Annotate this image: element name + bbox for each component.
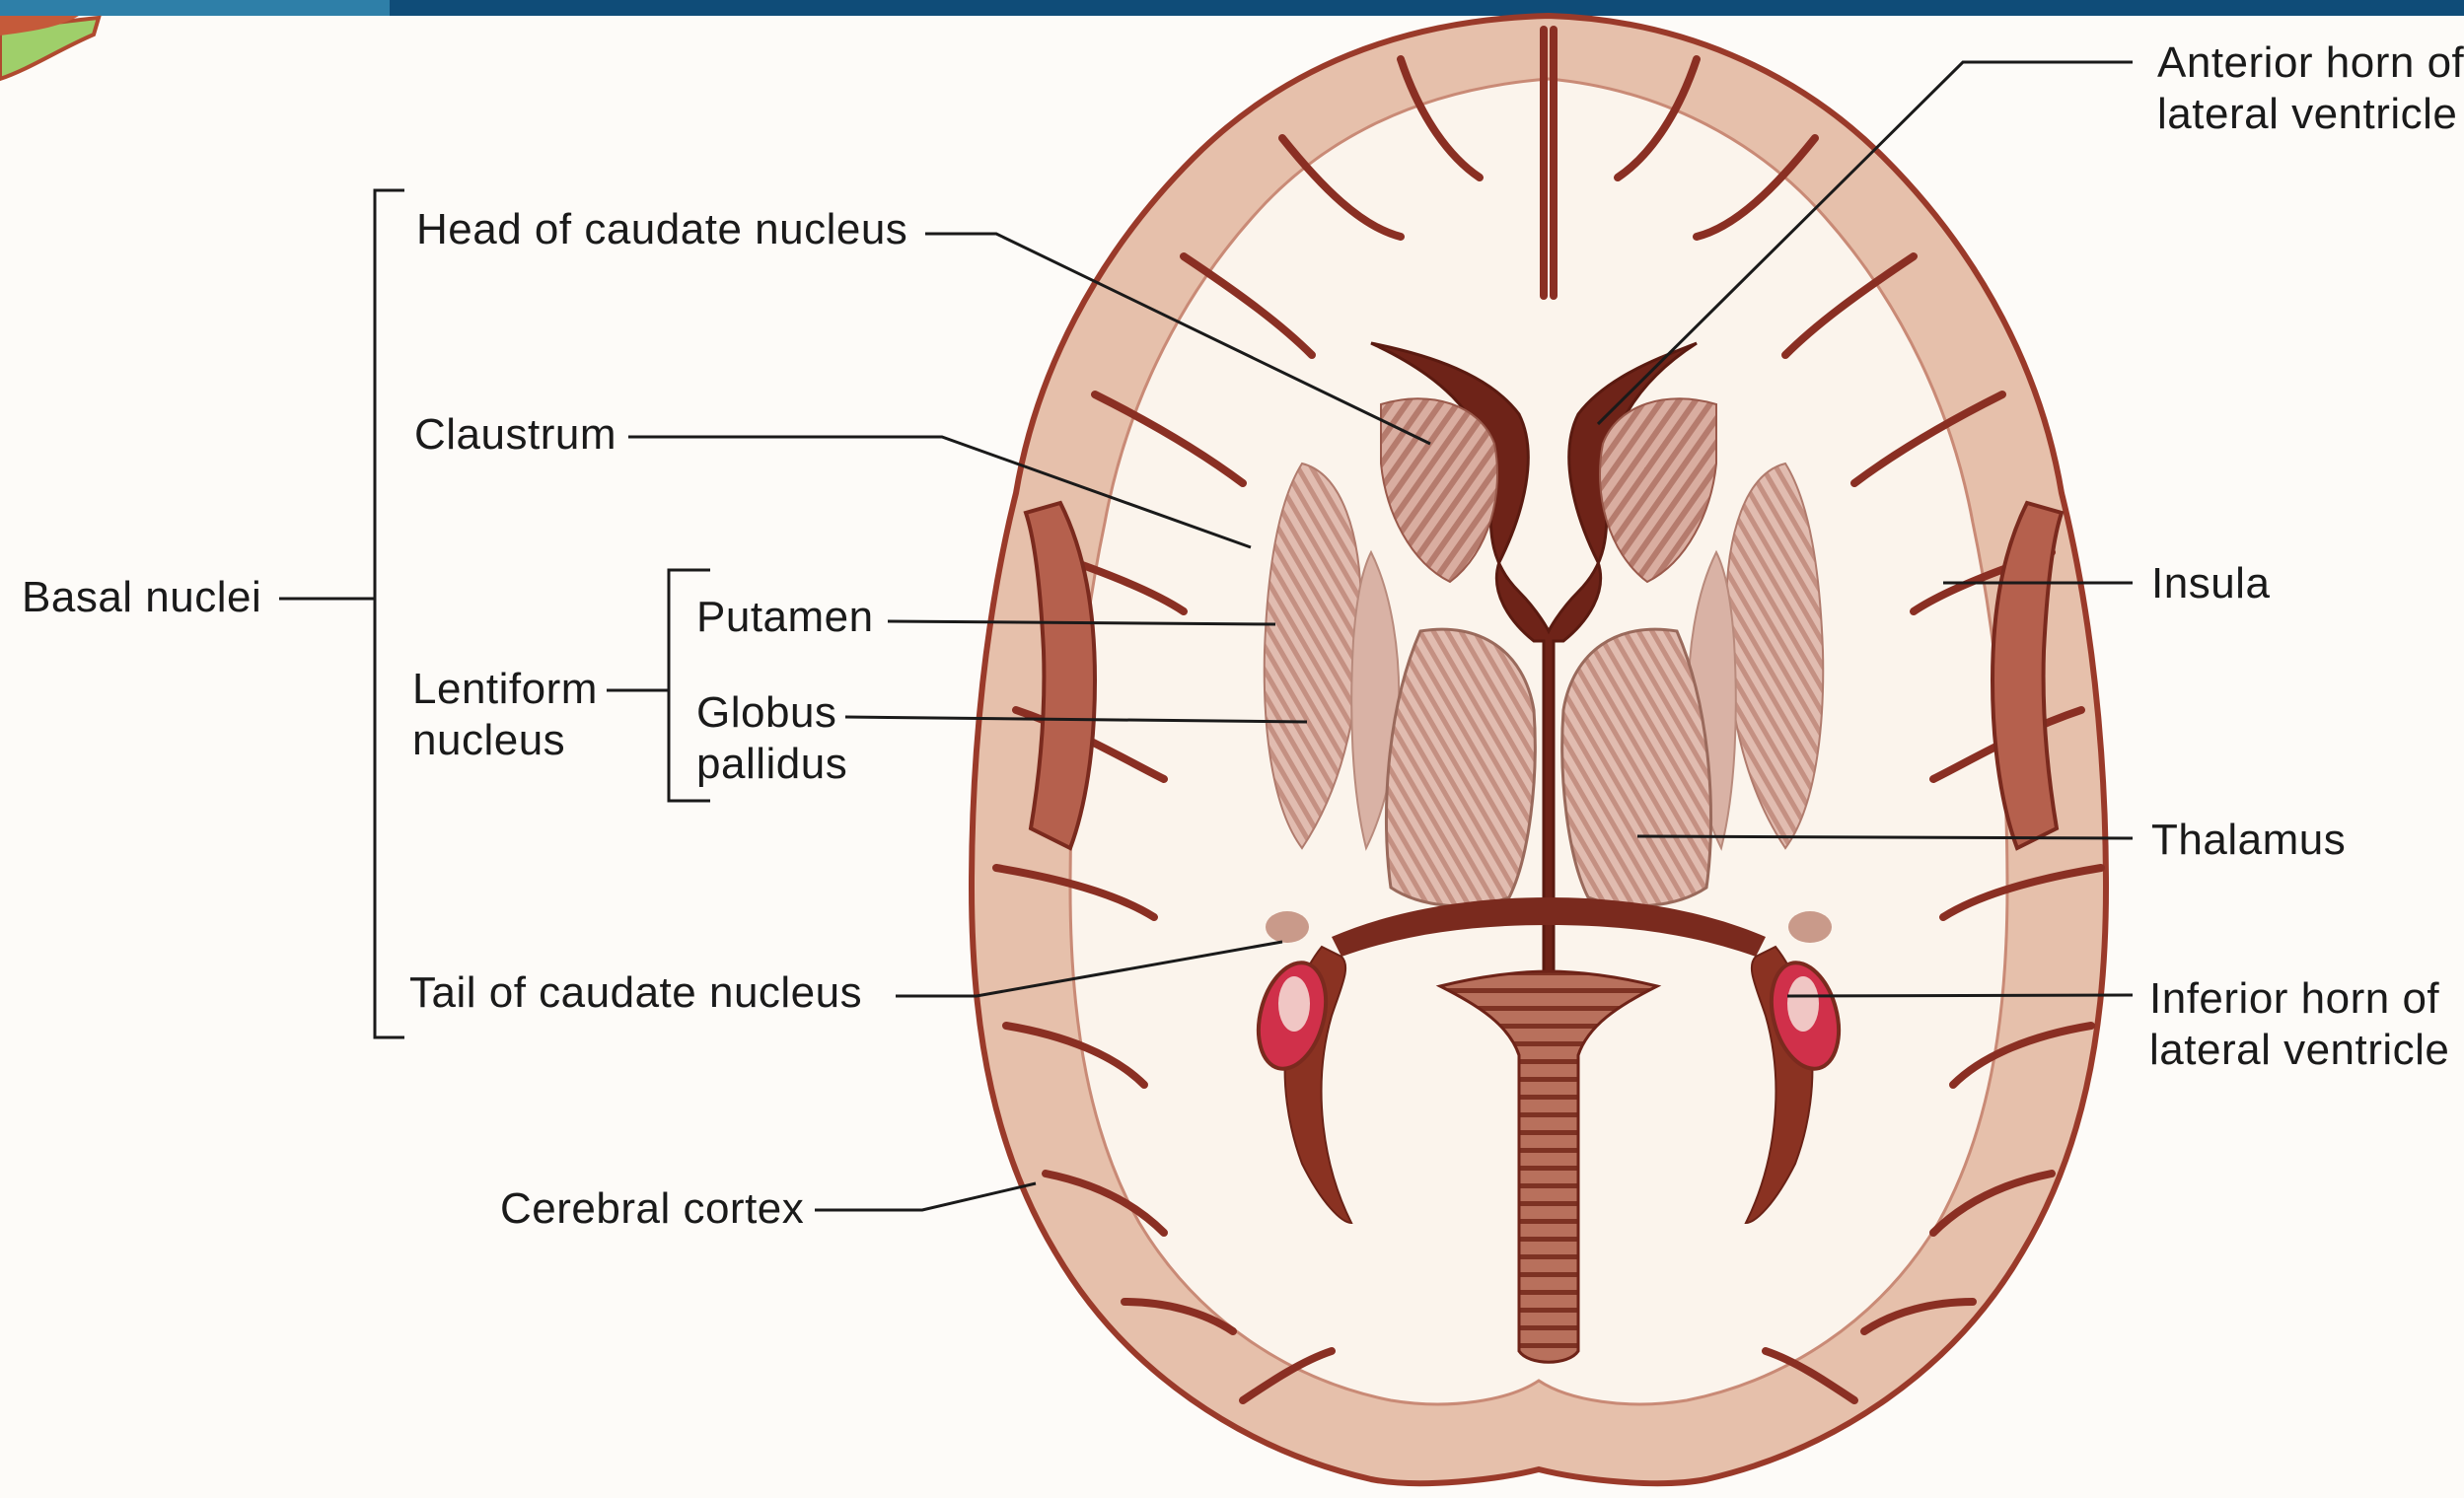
- leader-tail-of-caudate: [896, 940, 1283, 998]
- label-lentiform-line1: Lentiform: [412, 665, 598, 713]
- label-insula: Insula: [2151, 559, 2271, 607]
- caudate-head-right: [1599, 397, 1717, 584]
- thalamus-right: [1560, 627, 1713, 908]
- label-lentiform-line2: nucleus: [412, 716, 566, 764]
- leader-putamen: [887, 619, 1276, 626]
- midline-ribbed-structure: [1435, 969, 1662, 1364]
- basal-nuclei-bracket: [279, 188, 404, 1039]
- label-inferior-horn-line1: Inferior horn of: [2149, 974, 2440, 1023]
- leader-thalamus: [1636, 834, 2134, 840]
- leader-cerebral-cortex: [815, 1181, 1037, 1212]
- label-anterior-horn-line2: lateral ventricle: [2157, 90, 2458, 138]
- label-anterior-horn-line1: Anterior horn of: [2157, 38, 2464, 87]
- label-basal-nuclei: Basal nuclei: [22, 573, 262, 621]
- insula-right: [1990, 500, 2065, 851]
- leader-anterior-horn: [1596, 60, 2133, 426]
- header-bar: [390, 0, 2464, 16]
- label-globus-line2: pallidus: [696, 740, 848, 788]
- label-putamen: Putamen: [696, 593, 874, 641]
- label-tail-of-caudate-nucleus: Tail of caudate nucleus: [409, 968, 863, 1017]
- putamen-left: [1263, 462, 1363, 850]
- label-cerebral-cortex: Cerebral cortex: [500, 1184, 805, 1233]
- choroid-plexus-right: [1787, 976, 1819, 1032]
- label-head-of-caudate-nucleus: Head of caudate nucleus: [416, 205, 908, 253]
- thalamus-left: [1384, 627, 1537, 908]
- ventricle-posterior-arc: [1332, 897, 1766, 957]
- label-claustrum: Claustrum: [414, 410, 616, 459]
- header-bar-accent: [0, 0, 390, 16]
- label-inferior-horn-line2: lateral ventricle: [2149, 1026, 2450, 1074]
- leader-globus: [844, 715, 1308, 724]
- leader-claustrum: [628, 435, 1252, 549]
- choroid-plexus-left: [1278, 976, 1310, 1032]
- sulci: [992, 26, 2105, 1404]
- leader-lines: [628, 60, 2134, 1212]
- brain-section: [968, 12, 2110, 1487]
- caudate-tail-left: [1266, 911, 1309, 943]
- caudate-tail-right: [1788, 911, 1832, 943]
- lentiform-bracket: [607, 568, 710, 803]
- putamen-right: [1724, 462, 1825, 850]
- neighbor-figure-fragment: [0, 15, 102, 82]
- label-globus-line1: Globus: [696, 688, 837, 737]
- label-thalamus: Thalamus: [2151, 816, 2347, 864]
- insula-left: [1023, 500, 1098, 851]
- leader-inferior-horn: [1786, 993, 2134, 998]
- leader-head-of-caudate: [925, 232, 1431, 446]
- caudate-head-left: [1380, 397, 1498, 584]
